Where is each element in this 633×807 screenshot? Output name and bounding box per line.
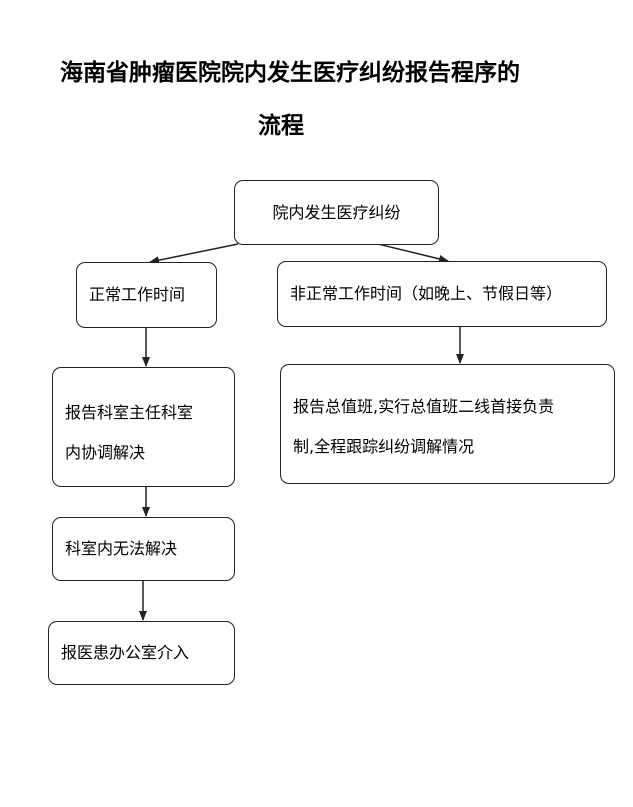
node-report-patient-relations-office-label: 报医患办公室介入 <box>61 643 190 662</box>
node-normal-working-hours: 正常工作时间 <box>76 262 217 328</box>
node-unresolved-in-department: 科室内无法解决 <box>52 517 235 581</box>
arrow-start-to-normal <box>149 243 239 265</box>
diagram-title-line-1: 海南省肿瘤医院院内发生医疗纠纷报告程序的 <box>60 60 520 86</box>
arrow-start-to-after-hours <box>377 243 449 263</box>
node-report-department-head-label: 报告科室主任科室 内协调解决 <box>65 403 194 462</box>
node-report-department-head: 报告科室主任科室 内协调解决 <box>52 367 235 487</box>
node-after-hours-label: 非正常工作时间（如晚上、节假日等） <box>290 284 563 303</box>
node-report-general-duty: 报告总值班,实行总值班二线首接负责 制,全程跟踪纠纷调解情况 <box>280 364 615 484</box>
node-normal-working-hours-label: 正常工作时间 <box>89 285 186 304</box>
node-report-patient-relations-office: 报医患办公室介入 <box>48 621 235 685</box>
node-after-hours: 非正常工作时间（如晚上、节假日等） <box>277 261 607 327</box>
node-report-general-duty-label: 报告总值班,实行总值班二线首接负责 制,全程跟踪纠纷调解情况 <box>293 397 555 456</box>
diagram-title-line-2: 流程 <box>258 113 304 139</box>
node-medical-dispute-occurs-label: 院内发生医疗纠纷 <box>272 202 401 222</box>
node-unresolved-in-department-label: 科室内无法解决 <box>65 539 178 558</box>
node-medical-dispute-occurs: 院内发生医疗纠纷 <box>234 180 439 245</box>
